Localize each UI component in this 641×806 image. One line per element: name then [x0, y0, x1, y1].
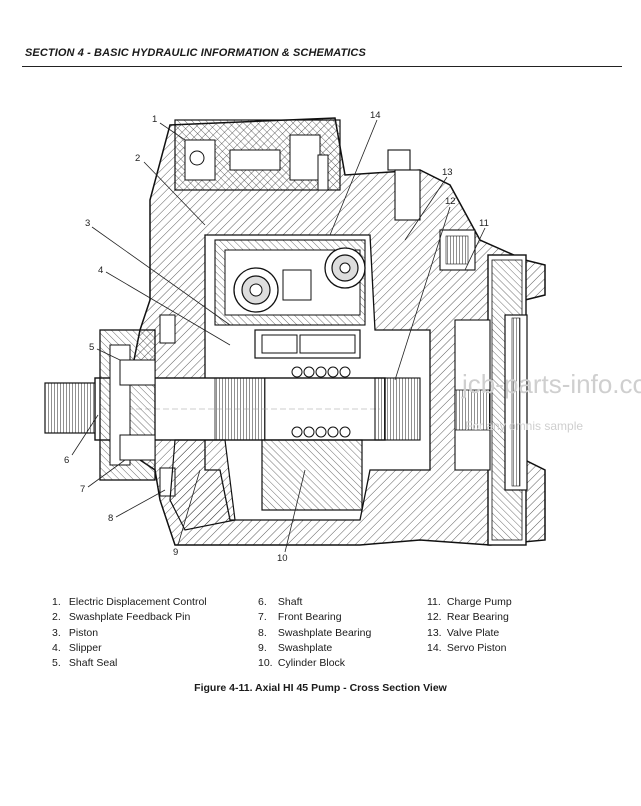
- watermark-site: jcb-parts-info.com: [461, 369, 641, 399]
- legend-item: 10. Cylinder Block: [258, 657, 346, 670]
- figure-caption: Figure 4-11. Axial HI 45 Pump - Cross Se…: [194, 682, 447, 694]
- legend-item: 8. Swashplate Bearing: [258, 626, 372, 639]
- legend-column-1: 1. Electric Displacement Control 2. Swas…: [52, 595, 207, 671]
- callout-14: 14: [370, 110, 381, 121]
- legend-item: 7. Front Bearing: [258, 611, 342, 624]
- callout-leaders: [71, 119, 486, 553]
- legend-item: 1. Electric Displacement Control: [52, 596, 207, 608]
- legend-column-2: 6. Shaft 7. Front Bearing 8. Swashplate …: [258, 595, 371, 671]
- legend-item: 6. Shaft: [258, 596, 303, 608]
- callout-11: 11: [479, 218, 489, 229]
- cylinder-springs: [291, 366, 351, 438]
- shaft-spline: [44, 382, 101, 434]
- section-header: SECTION 4 - BASIC HYDRAULIC INFORMATION …: [22, 44, 622, 67]
- swashplate: [169, 439, 236, 531]
- callout-10: 10: [277, 553, 288, 564]
- callout-9: 9: [173, 547, 178, 558]
- callout-4: 4: [98, 265, 103, 276]
- legend-item: 9. Swashplate: [258, 641, 333, 654]
- callout-13: 13: [442, 167, 453, 178]
- legend-item: 3. Piston: [52, 626, 99, 639]
- legend-item: 14. Servo Piston: [427, 641, 507, 654]
- callout-1: 1: [152, 114, 157, 125]
- legend-item: 11. Charge Pump: [427, 596, 512, 608]
- callout-5: 5: [89, 342, 94, 353]
- callout-8: 8: [108, 513, 113, 524]
- callout-6: 6: [64, 455, 69, 466]
- callout-2: 2: [135, 153, 140, 164]
- legend-item: 5. Shaft Seal: [52, 657, 118, 670]
- cylinder-block: [261, 439, 363, 511]
- legend-item: 13. Valve Plate: [427, 626, 500, 639]
- rear-bearing: [374, 377, 421, 441]
- valve-connector: [387, 149, 411, 171]
- legend-column-3: 11. Charge Pump 12. Rear Bearing 13. Val…: [427, 595, 512, 656]
- legend-item: 12. Rear Bearing: [427, 611, 509, 624]
- watermark-note: For any omnis sample: [465, 419, 583, 433]
- pump-cross-section-drawing: 1 2 3 4 5 6 7 8 9 10 11 12 13 14 jcb-par…: [44, 110, 641, 564]
- legend-item: 4. Slipper: [52, 641, 102, 654]
- callout-12: 12: [445, 196, 456, 207]
- callout-7: 7: [80, 484, 85, 495]
- section-title: SECTION 4 - BASIC HYDRAULIC INFORMATION …: [25, 47, 366, 59]
- callout-3: 3: [85, 218, 90, 229]
- callout-numbers: 1 2 3 4 5 6 7 8 9 10 11 12 13 14: [64, 110, 489, 564]
- legend-item: 2. Swashplate Feedback Pin: [52, 611, 191, 624]
